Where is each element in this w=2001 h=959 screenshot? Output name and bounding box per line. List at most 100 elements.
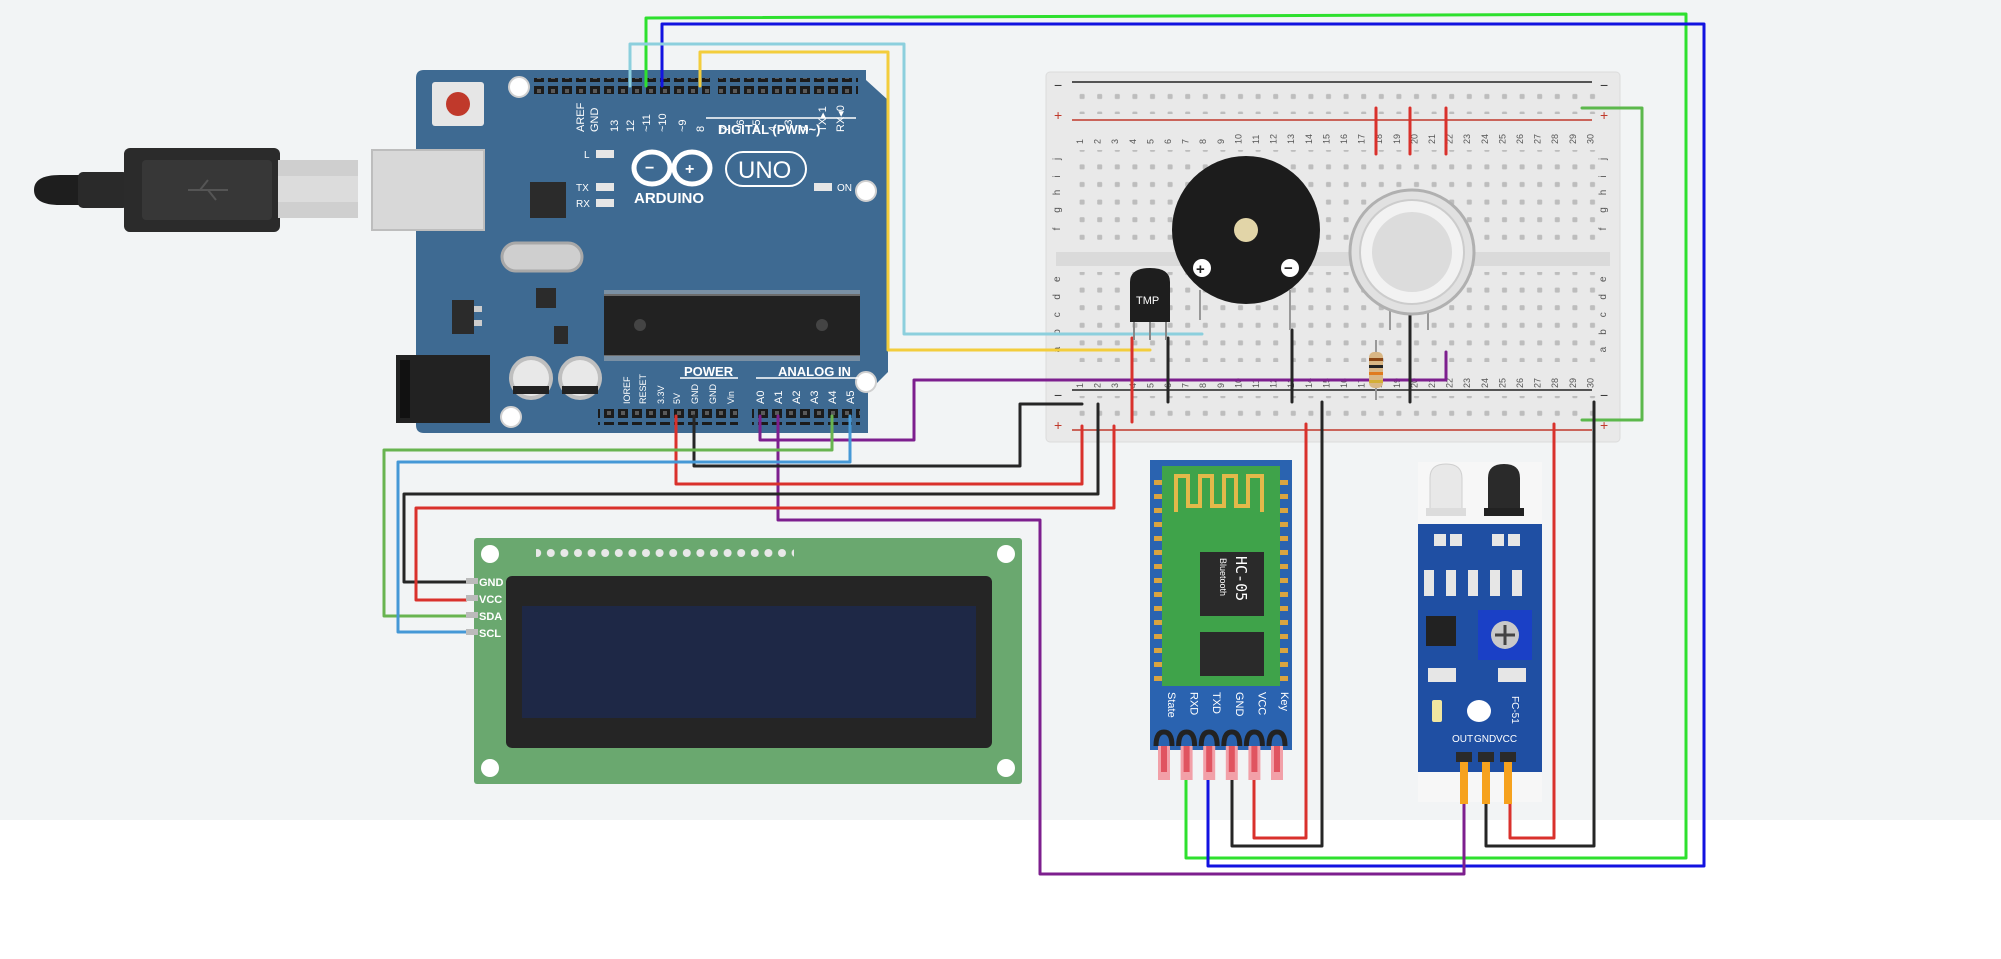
wire-cyan-pin12[interactable] [628,42,1204,336]
arduino-top-pin-label: 7 [719,126,731,132]
breadboard-column-number: 28 [1550,134,1560,144]
power-header[interactable] [598,409,738,425]
wire-yellow-pin8[interactable] [698,50,1152,352]
wires [382,12,1706,876]
breadboard-row-letter: b [1598,329,1609,335]
resistor[interactable] [1369,340,1383,400]
breadboard[interactable]: − + − + − + − + 112233445566778899101011… [1045,71,1621,443]
rail-minus-label: − [1600,387,1608,403]
led-label-l: L [584,150,590,161]
arduino-top-pin-label: ~5 [751,119,763,132]
ir-pin[interactable] [1460,752,1468,804]
breadboard-column-number: 29 [1568,134,1578,144]
led-label-tx: TX [576,183,589,194]
arduino-analog-pin-label: A4 [827,391,839,404]
breadboard-column-number: 26 [1515,134,1525,144]
hc05-pin[interactable] [1176,729,1198,747]
lcd-pin[interactable] [466,629,478,635]
hc05-pin[interactable] [1221,729,1243,747]
rail-bottom[interactable] [1070,396,1598,422]
breadboard-row-letter: i [1598,175,1609,177]
mount-hole [855,180,877,202]
power-section-label: POWER [684,364,734,379]
rail-plus-label: + [1054,417,1062,433]
lcd-pin[interactable] [466,595,478,601]
breadboard-column-number: 12 [1269,378,1279,388]
usb-chip [530,182,566,218]
wire-red-lcd-vcc[interactable] [414,424,1116,602]
breadboard-column-number: 25 [1497,134,1507,144]
rail-minus-label: − [1054,387,1062,403]
breadboard-column-number: 6 [1163,139,1173,144]
ir-pin[interactable] [1482,752,1490,804]
ir-pin-label: GND [1474,734,1496,745]
digital-header-right[interactable] [718,78,858,94]
breadboard-column-number: 22 [1445,134,1455,144]
arduino-power-pin-label: GND [690,384,700,405]
wire-black-ir-gnd[interactable] [1484,400,1596,848]
crystal [500,241,584,273]
wire-green-pin11[interactable] [644,12,1688,860]
wire-black-hc05-gnd[interactable] [1230,400,1324,848]
led-label-on: ON [837,183,852,194]
ir-led-clear-icon [1426,463,1466,516]
buzzer-minus-label: − [1284,260,1293,277]
led-label-rx: RX [576,199,590,210]
svg-text:−: − [645,160,654,177]
hc05-pin[interactable] [1266,729,1288,747]
breadboard-row-letter: i [1052,175,1063,177]
breadboard-column-number: 9 [1216,383,1226,388]
breadboard-column-number: 18 [1374,134,1384,144]
hc05-pin[interactable] [1198,729,1220,747]
usb-cable[interactable] [34,148,358,232]
rail-plus-label: + [1054,107,1062,123]
ir-pin[interactable] [1504,752,1512,804]
hc05-pin-label: Key [1278,692,1290,711]
breadboard-row-letter: h [1052,190,1063,196]
digital-header-label: DIGITAL (PWM~) [718,122,820,137]
arduino-power-pin-label: Vin [726,391,736,404]
ir-model-text: FC-51 [1509,696,1520,724]
hc05-pin-label: GND [1233,692,1245,717]
wire-black-lcd-gnd[interactable] [402,402,1100,584]
wire-green-rail[interactable] [1580,106,1644,422]
wire-red-hc05-vcc[interactable] [1252,422,1308,840]
piezo-buzzer[interactable]: + − [1172,156,1320,330]
breadboard-column-number: 3 [1110,383,1120,388]
arduino-analog-pin-label: A1 [773,391,785,404]
breadboard-row-letter: f [1598,227,1609,230]
breadboard-column-number: 5 [1145,383,1155,388]
mount-hole [855,371,877,393]
wire-purple-a1[interactable] [776,414,1466,876]
wire-blue-pin10[interactable] [660,22,1706,868]
wire-lightgreen-sda[interactable] [382,414,834,618]
wire-purple-a0[interactable] [758,350,1448,442]
analog-header[interactable] [752,409,860,425]
hc05-pin[interactable] [1243,729,1265,747]
tmp-sensor[interactable]: TMP [1130,268,1170,340]
svg-text:+: + [685,161,694,178]
terminal-strip-top[interactable] [1072,150,1600,240]
breadboard-column-number: 28 [1550,378,1560,388]
lcd-pin-label: SDA [479,611,502,623]
breadboard-column-number: 15 [1321,134,1331,144]
wire-lightblue-scl[interactable] [396,414,852,634]
breadboard-row-letter: f [1052,227,1063,230]
hc05-pin[interactable] [1153,729,1175,747]
rail-top[interactable] [1070,88,1598,114]
gas-sensor[interactable] [1348,188,1476,330]
mount-hole [508,76,530,98]
rail-minus-label: − [1054,77,1062,93]
wire-red-ir-vcc[interactable] [1508,422,1556,840]
lcd-pin[interactable] [466,578,478,584]
hc05-model-text: HC-05 [1232,556,1250,601]
digital-header-left[interactable] [534,78,710,94]
breadboard-column-number: 5 [1145,139,1155,144]
tmp-label: TMP [1136,295,1159,307]
arduino-top-pin-label: ~10 [657,113,669,132]
lcd-pin[interactable] [466,612,478,618]
